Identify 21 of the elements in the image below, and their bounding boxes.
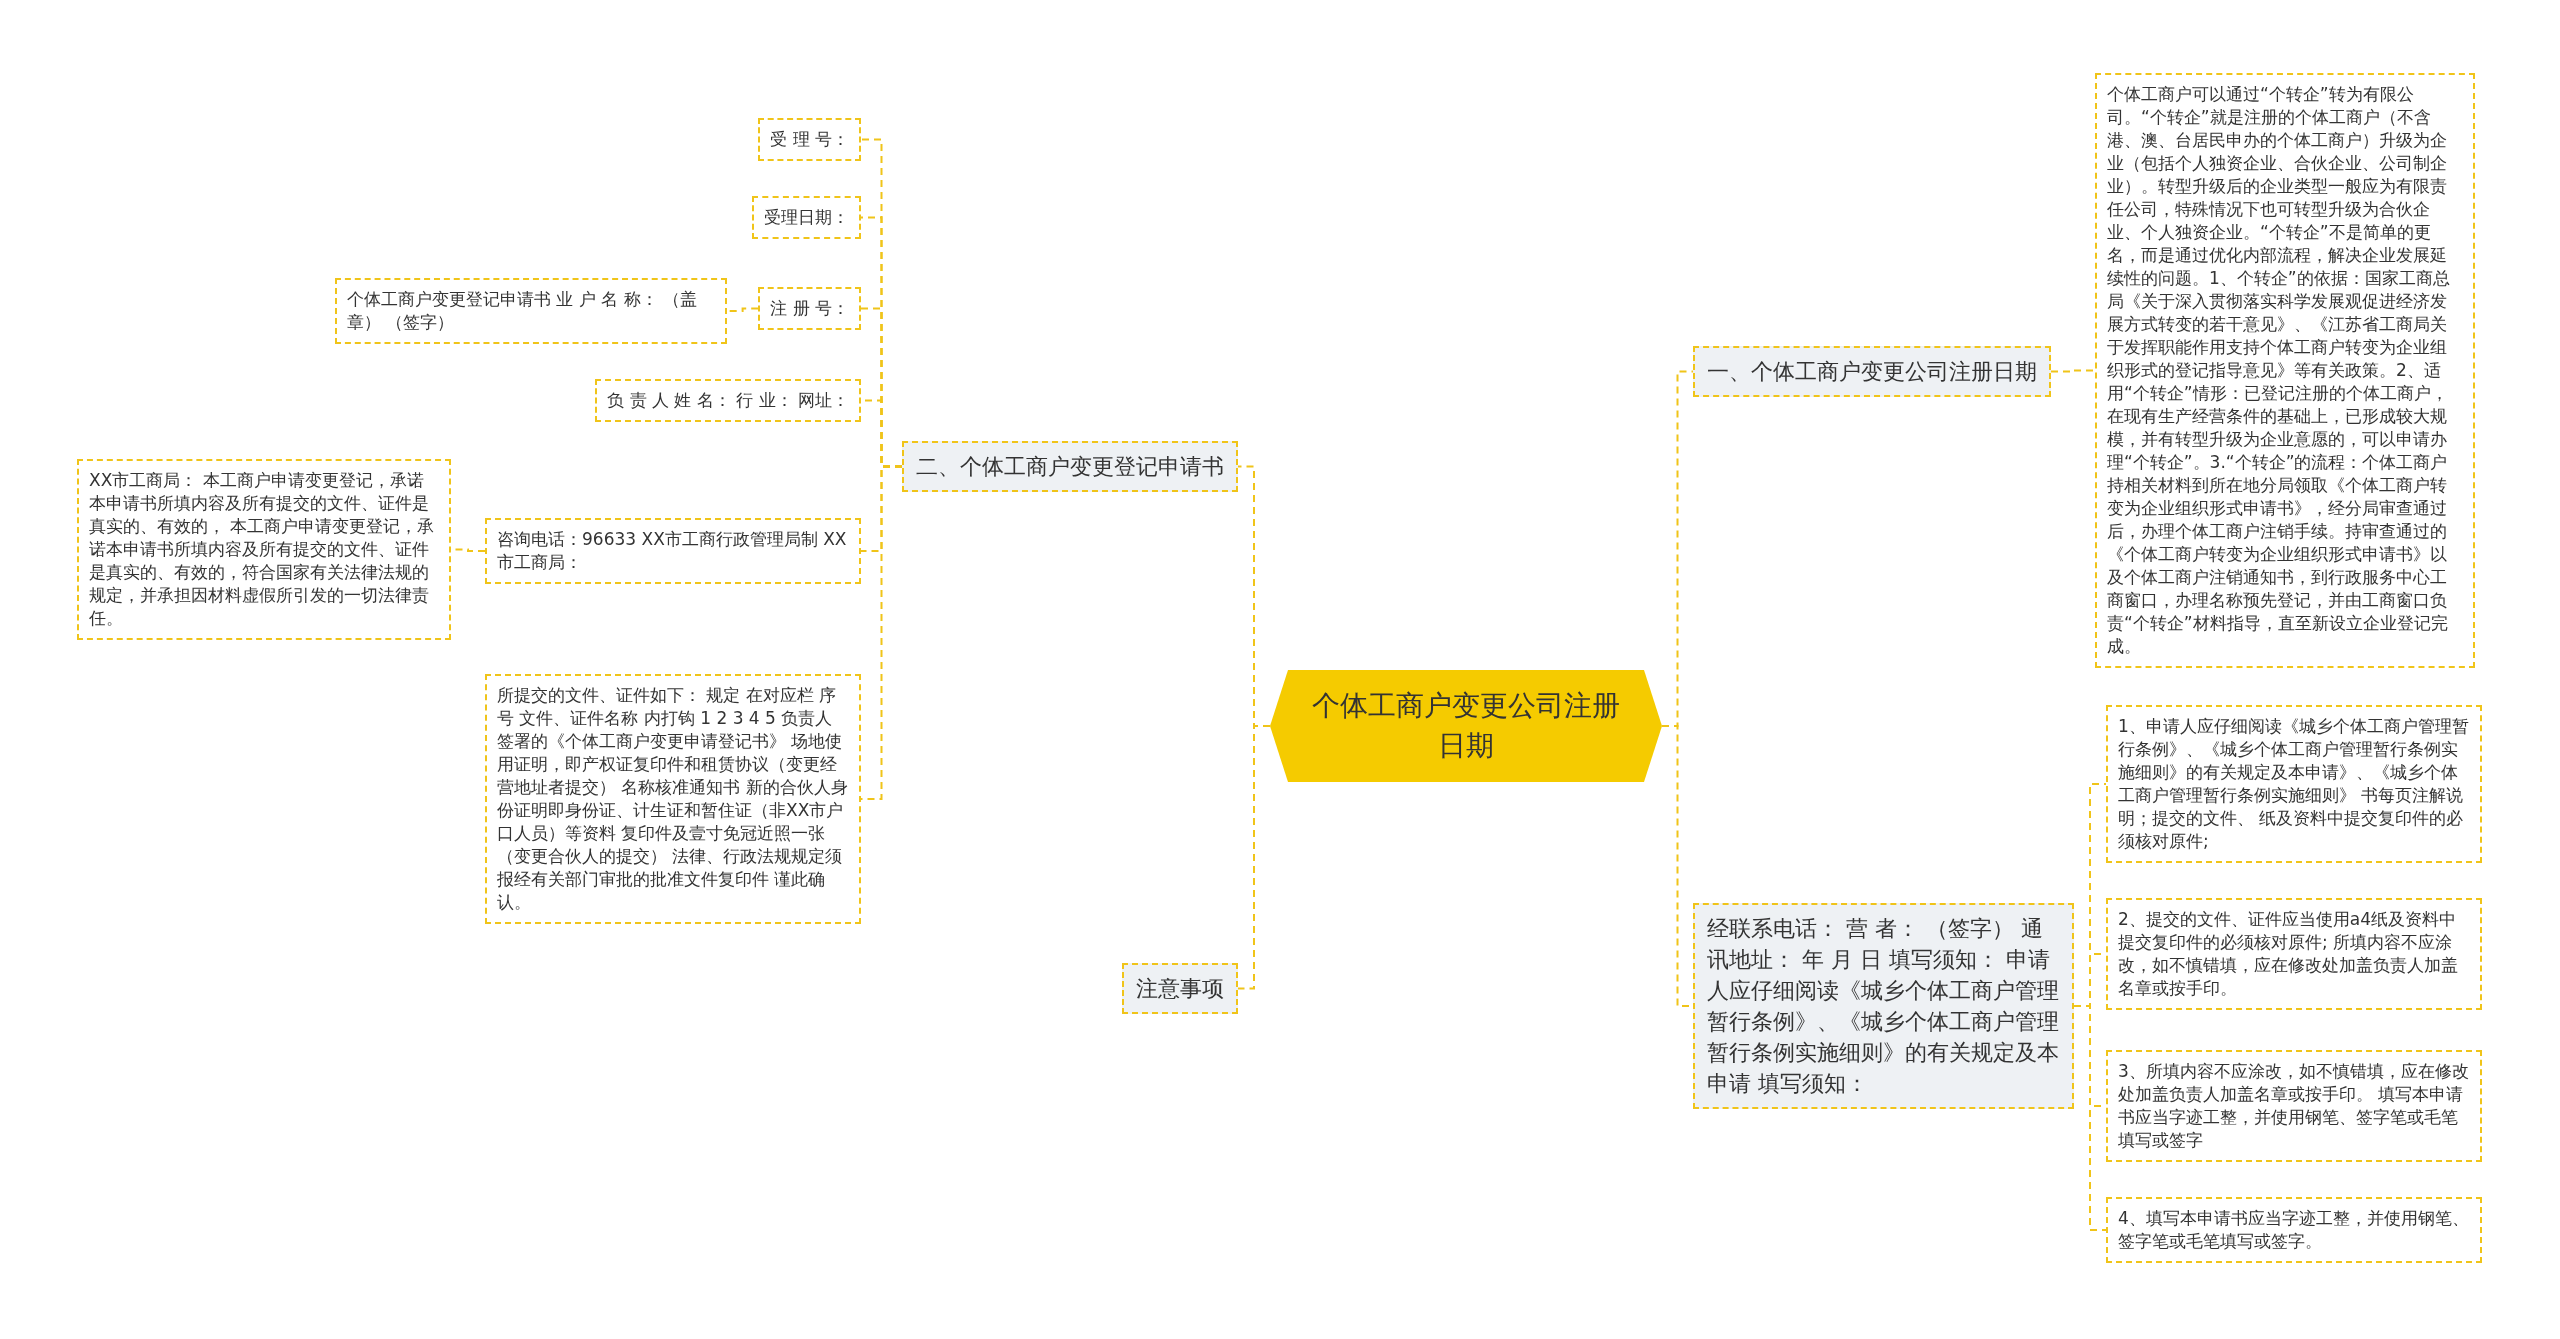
topic-box: 一、个体工商户变更公司注册日期 [1693, 346, 2051, 397]
topic-box: 二、个体工商户变更登记申请书 [902, 441, 1238, 492]
text-box: 受理日期： [752, 196, 861, 239]
text-box: 4、填写本申请书应当字迹工整，并使用钢笔、签字笔或毛笔填写或签字。 [2106, 1197, 2482, 1263]
text-box: 注 册 号： [758, 287, 861, 330]
text-box: 2、提交的文件、证件应当使用a4纸及资料中提交复印件的必须核对原件; 所填内容不应涂改，如不慎错填，应在修改处加盖负责人加盖名章或按手印。 [2106, 898, 2482, 1010]
connector [1237, 725, 1271, 990]
text-box: 1、申请人应仔细阅读《城乡个体工商户管理暂行条例》、《城乡个体工商户管理暂行条例实施细则》的有关规定及本申请》、《城乡个体工商户管理暂行条例实施细则》 书每页注解说明；提交的文件、 纸及资料中提交复印件的必须核对原件; [2106, 705, 2482, 863]
topic-box: 注意事项 [1122, 963, 1238, 1014]
connector [2050, 369, 2096, 373]
text-box: 咨询电话：96633 XX市工商行政管理局制 XX市工商局： [485, 518, 861, 584]
text-box: XX市工商局： 本工商户申请变更登记，承诺本申请书所填内容及所有提交的文件、证件是真实的、有效的， 本工商户申请变更登记，承诺本申请书所填内容及所有提交的文件、证件是真实的、有效的，符合国家有关法律法规的规定，并承担因材料虚假所引发的一切法律责任。 [77, 459, 451, 640]
text-box: 个体工商户可以通过“个转企”转为有限公司。“个转企”就是注册的个体工商户（不含港、澳、台居民申办的个体工商户）升级为企业（包括个人独资企业、合伙企业、公司制企业）。转型升级后的企业类型一般应为有限责任公司，特殊情况下也可转型升级为合伙企业、个人独资企业。“个转企”不是简单的更名，而是通过优化内部流程，解决企业发展延续性的问题。1、个转企”的依据：国家工商总局《关于深入贯彻落实科学发展观促进经济发展方式转变的若干意见》、《江苏省工商局关于发挥职能作用支持个体工商户转变为企业组织形式的登记指导意见》等有关政策。2、适用“个转企”情形：已登记注册的个体工商户，在现有生产经营条件的基础上，已形成较大规模，并有转型升级为企业意愿的，可以申请办理“个转企”。3.“个转企”的流程：个体工商户持相关材料到所在地分局领取《个体工商户转变为企业组织形式申请书》，经分局审查通过后，办理个体工商户注销手续。持审查通过的《个体工商户转变为企业组织形式申请书》以及个体工商户注销通知书，到行政服务中心工商窗口，办理名称预先登记，并由工商窗口负责“个转企”材料指导，直至新设立企业登记完成。 [2095, 73, 2475, 668]
text-box: 3、所填内容不应涂改，如不慎错填，应在修改处加盖负责人加盖名章或按手印。 填写本申请书应当字迹工整，并使用钢笔、签字笔或毛笔填写或签字 [2106, 1050, 2482, 1162]
text-box: 负 责 人 姓 名： 行 业： 网址： [595, 379, 861, 422]
connector [2073, 1005, 2107, 1231]
text-box: 受 理 号： [758, 118, 861, 161]
text-box: 个体工商户变更登记申请书 业 户 名 称： （盖章） （签字） [335, 278, 727, 344]
central-topic: 个体工商户变更公司注册日期 [1270, 670, 1662, 782]
topic-box: 经联系电话： 营 者： （签字） 通讯地址： 年 月 日 填写须知： 申请人应仔细阅读《城乡个体工商户管理暂行条例》、《城乡个体工商户管理暂行条例实施细则》的有关规定及本申请 填写须知： [1693, 903, 2074, 1109]
text-box: 所提交的文件、证件如下： 规定 在对应栏 序号 文件、证件名称 内打钩 1 2 3 4 5 负责人签署的《个体工商户变更申请登记书》 场地使用证明，即产权证复印件和租赁协议（变更经营地址者提交） 名称核准通知书 新的合伙人身份证明即身份证、计生证和暂住证（非XX市户口人员）等资料 复印件及壹寸免冠近照一张（变更合伙人的提交） 法律、行政法规规定须报经有关部门审批的批准文件复印件 谨此确认。 [485, 674, 861, 924]
